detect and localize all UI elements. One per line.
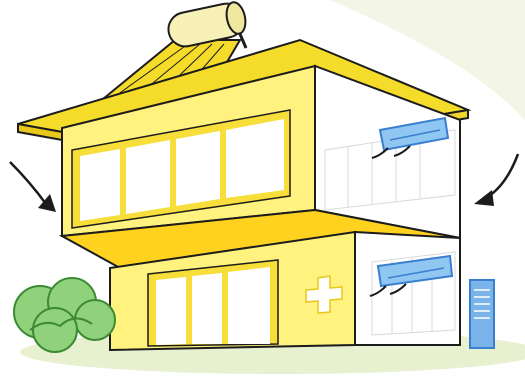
lower-window	[148, 260, 278, 346]
arrow-icon	[10, 162, 56, 212]
window-pane	[192, 273, 222, 344]
radiator-icon	[470, 280, 494, 348]
window-pane	[156, 277, 186, 345]
window-pane	[80, 149, 120, 221]
window-pane	[228, 267, 270, 344]
window-pane	[176, 131, 220, 206]
window-pane	[126, 140, 170, 214]
window-pane	[226, 119, 284, 198]
arrow-icon	[474, 154, 518, 206]
